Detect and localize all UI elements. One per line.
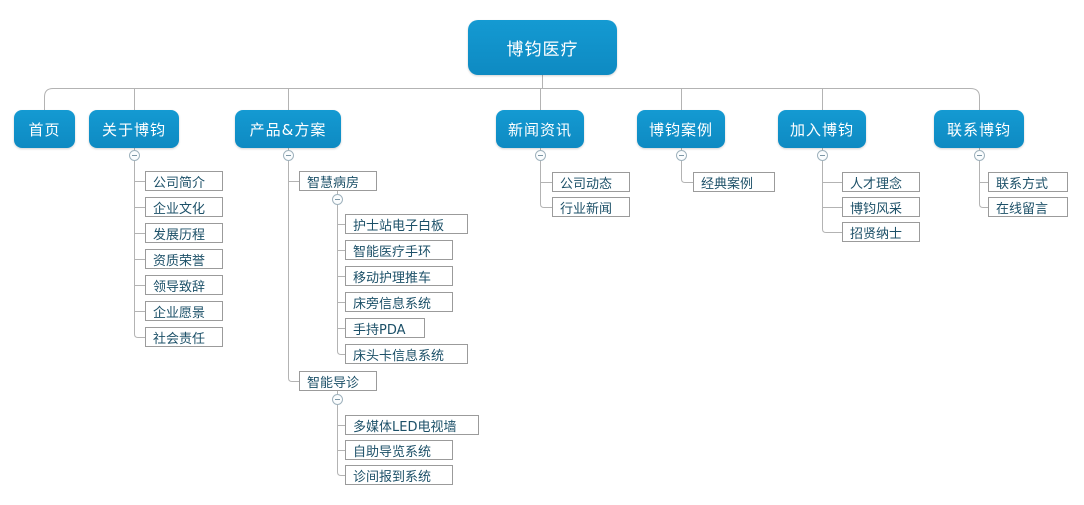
- collapse-icon-smart-ward[interactable]: [332, 194, 343, 205]
- leaf-development-history[interactable]: 发展历程: [145, 223, 223, 243]
- leaf-smart-medical-wristband[interactable]: 智能医疗手环: [345, 240, 453, 260]
- collapse-icon-smart-guidance[interactable]: [332, 394, 343, 405]
- branch-smart-guidance[interactable]: 智能导诊: [299, 371, 377, 391]
- node-about[interactable]: 关于博钧: [89, 110, 179, 148]
- connector-join-trunk: [822, 148, 842, 233]
- leaf-corporate-culture[interactable]: 企业文化: [145, 197, 223, 217]
- connector-about-stubs: [134, 181, 145, 312]
- connector-smartward-trunk: [337, 191, 345, 355]
- connector-smartward-stubs: [337, 224, 345, 329]
- collapse-icon-about[interactable]: [129, 150, 140, 161]
- connector-guidance-stubs: [337, 425, 345, 451]
- leaf-bedhead-card-system[interactable]: 床头卡信息系统: [345, 344, 468, 364]
- connector-about-trunk: [134, 148, 145, 338]
- leaf-company-style[interactable]: 博钧风采: [842, 197, 920, 217]
- leaf-online-message[interactable]: 在线留言: [988, 197, 1068, 217]
- leaf-contact-info[interactable]: 联系方式: [988, 172, 1068, 192]
- node-root[interactable]: 博钧医疗: [468, 20, 617, 75]
- connector-products-trunk: [288, 148, 299, 382]
- leaf-recruitment[interactable]: 招贤纳士: [842, 222, 920, 242]
- node-products[interactable]: 产品&方案: [235, 110, 341, 148]
- node-join[interactable]: 加入博钧: [778, 110, 866, 148]
- collapse-icon-contact[interactable]: [974, 150, 985, 161]
- leaf-company-profile[interactable]: 公司简介: [145, 171, 223, 191]
- leaf-social-responsibility[interactable]: 社会责任: [145, 327, 223, 347]
- leaf-industry-news[interactable]: 行业新闻: [552, 197, 630, 217]
- branch-smart-ward[interactable]: 智慧病房: [299, 171, 377, 191]
- node-news[interactable]: 新闻资讯: [496, 110, 584, 148]
- collapse-icon-cases[interactable]: [676, 150, 687, 161]
- connector-contact-trunk: [979, 148, 988, 208]
- node-contact[interactable]: 联系博钧: [934, 110, 1024, 148]
- collapse-icon-join[interactable]: [817, 150, 828, 161]
- leaf-nurse-station-whiteboard[interactable]: 护士站电子白板: [345, 214, 468, 234]
- leaf-talent-concept[interactable]: 人才理念: [842, 172, 920, 192]
- leaf-leader-speech[interactable]: 领导致辞: [145, 275, 223, 295]
- connector-level1-stubs: [134, 88, 823, 110]
- collapse-icon-news[interactable]: [535, 150, 546, 161]
- node-home[interactable]: 首页: [14, 110, 75, 148]
- leaf-clinic-checkin-system[interactable]: 诊间报到系统: [345, 465, 453, 485]
- node-cases[interactable]: 博钧案例: [637, 110, 725, 148]
- connector-guidance-trunk: [337, 391, 345, 476]
- leaf-classic-cases[interactable]: 经典案例: [693, 172, 775, 192]
- collapse-icon-products[interactable]: [283, 150, 294, 161]
- leaf-corporate-vision[interactable]: 企业愿景: [145, 301, 223, 321]
- connector-cases-trunk: [681, 148, 693, 183]
- leaf-bedside-info-system[interactable]: 床旁信息系统: [345, 292, 453, 312]
- leaf-self-guide-system[interactable]: 自助导览系统: [345, 440, 453, 460]
- connector-level1-bus: [44, 88, 980, 110]
- leaf-handheld-pda[interactable]: 手持PDA: [345, 318, 425, 338]
- leaf-mobile-nursing-cart[interactable]: 移动护理推车: [345, 266, 453, 286]
- leaf-multimedia-led-wall[interactable]: 多媒体LED电视墙: [345, 415, 479, 435]
- connector-news-trunk: [540, 148, 552, 208]
- leaf-company-news[interactable]: 公司动态: [552, 172, 630, 192]
- leaf-qualifications-honors[interactable]: 资质荣誉: [145, 249, 223, 269]
